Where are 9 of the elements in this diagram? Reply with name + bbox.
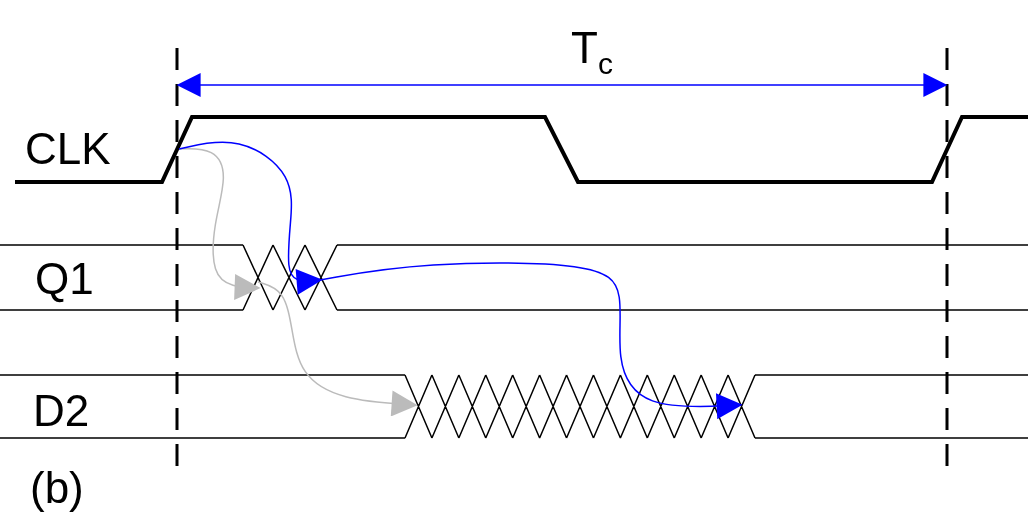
signal-name: D2 (33, 389, 90, 433)
period-label: T$_{c}$ (571, 26, 613, 79)
causality-arrow (319, 262, 743, 420)
signal-name: CLK (25, 127, 111, 171)
causality-arrow (178, 148, 261, 301)
signal-name: Q1 (35, 257, 94, 301)
causality-arrow (178, 141, 323, 295)
panel-label: (b) (30, 466, 84, 510)
causality-arrow (257, 281, 418, 417)
